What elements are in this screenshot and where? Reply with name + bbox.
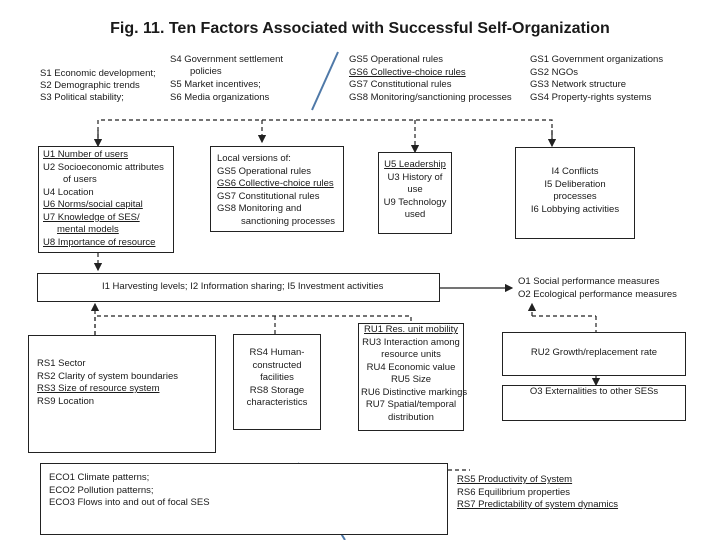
human-facilities-box: RS4 Human- constructed facilities RS8 St… — [233, 334, 321, 430]
ru2-text: RU2 Growth/replacement rate — [530, 347, 658, 358]
governance-block-right: GS1 Government organizations GS2 NGOs GS… — [530, 54, 663, 104]
bottom-dashed-bracket — [94, 315, 412, 335]
outcomes-block: O1 Social performance measures O2 Ecolog… — [518, 276, 677, 301]
units-ru4: RU4 Economic value — [366, 361, 456, 373]
o3-text: O3 Externalities to other SESs — [529, 386, 659, 397]
local-gs8b: sanctioning processes — [241, 215, 335, 227]
leadership-u5: U5 Leadership — [384, 159, 446, 170]
gov-gs6: GS6 Collective-choice rules — [349, 66, 466, 78]
units-ru3b: resource units — [381, 349, 441, 360]
conflicts-i5b: processes — [553, 191, 597, 202]
local-gs6: GS6 Collective-choice rules — [217, 178, 334, 189]
human-rs8: RS8 Storage — [249, 384, 305, 396]
settings-s6: S6 Media organizations — [170, 92, 270, 103]
eco-1: ECO1 Climate patterns; — [49, 472, 150, 483]
rs-dynamics-block: RS5 Productivity of System RS6 Equilibri… — [457, 474, 618, 512]
divider-top — [311, 51, 339, 111]
rs-rs2: RS2 Clarity of system boundaries — [37, 370, 178, 382]
gov-gs8: GS8 Monitoring/sanctioning processes — [349, 91, 512, 103]
users-u4: U4 Location — [43, 186, 94, 198]
interactions-box: I1 Harvesting levels; I2 Information sha… — [37, 273, 440, 302]
human-rs4b: constructed — [252, 359, 302, 371]
figure-title: Fig. 11. Ten Factors Associated with Suc… — [110, 20, 610, 37]
ru2-box: RU2 Growth/replacement rate — [502, 332, 686, 376]
leadership-box: U5 Leadership U3 History of use U9 Techn… — [378, 152, 452, 234]
outcomes-o1: O1 Social performance measures — [518, 276, 660, 287]
users-u2b: of users — [63, 174, 97, 185]
interactions-text: I1 Harvesting levels; I2 Information sha… — [102, 281, 384, 292]
outcomes-o2: O2 Ecological performance measures — [518, 288, 677, 300]
gov-gs7: GS7 Constitutional rules — [349, 79, 452, 90]
users-u7b: mental models — [57, 224, 119, 235]
local-title: Local versions of: — [217, 153, 291, 164]
human-rs8b: characteristics — [246, 397, 308, 408]
units-ru6: RU6 Distinctive markings — [361, 386, 468, 398]
rs-rs7: RS7 Predictability of system dynamics — [457, 499, 619, 510]
settings-s2: S2 Demographic trends — [40, 80, 140, 91]
users-u2: U2 Socioeconomic attributes — [43, 161, 164, 173]
gov-gs3: GS3 Network structure — [530, 79, 627, 90]
leadership-u9b: used — [404, 209, 426, 220]
settings-s1: S1 Economic development; — [40, 68, 156, 79]
settings-s5: S5 Market incentives; — [170, 79, 261, 90]
rs-rs9: RS9 Location — [37, 395, 95, 407]
human-rs4: RS4 Human- — [249, 347, 305, 358]
users-u8: U8 Importance of resource — [43, 236, 156, 248]
leadership-u3b: use — [407, 184, 423, 195]
top-dashed-bracket — [97, 119, 553, 145]
units-ru7: RU7 Spatial/temporal — [365, 399, 457, 410]
rs-rs6: RS6 Equilibrium properties — [457, 486, 570, 498]
rs-rs3: RS3 Size of resource system — [37, 383, 160, 394]
leadership-u9: U9 Technology — [383, 196, 447, 208]
ecological-box: ECO1 Climate patterns; ECO2 Pollution pa… — [40, 463, 448, 535]
conflicts-i6: I6 Lobbying activities — [530, 203, 620, 215]
rs-rs5: RS5 Productivity of System — [457, 474, 573, 485]
users-u1: U1 Number of users — [43, 149, 129, 160]
users-box: U1 Number of users U2 Socioeconomic attr… — [38, 146, 174, 253]
gov-gs4: GS4 Property-rights systems — [530, 91, 652, 103]
gov-gs5: GS5 Operational rules — [349, 54, 443, 65]
gov-gs1: GS1 Government organizations — [530, 54, 664, 65]
settings-s4b: policies — [190, 66, 222, 77]
settings-s4a: S4 Government settlement — [170, 54, 283, 65]
local-gs8: GS8 Monitoring and — [217, 203, 302, 214]
local-gs7: GS7 Constitutional rules — [217, 190, 320, 202]
units-ru3: RU3 Interaction among — [362, 336, 460, 348]
local-gs5: GS5 Operational rules — [217, 165, 311, 177]
conflicts-box: I4 Conflicts I5 Deliberation processes I… — [515, 147, 635, 239]
eco-2: ECO2 Pollution patterns; — [49, 484, 154, 496]
leadership-u3: U3 History of — [387, 171, 443, 183]
settings-s3: S3 Political stability; — [40, 92, 124, 103]
conflicts-i4: I4 Conflicts — [551, 166, 599, 177]
users-u7: U7 Knowledge of SES/ — [43, 211, 140, 223]
eco-3: ECO3 Flows into and out of focal SES — [49, 497, 210, 508]
units-ru1: RU1 Res. unit mobility — [364, 324, 458, 335]
local-rules-box: Local versions of: GS5 Operational rules… — [210, 146, 344, 232]
users-u6: U6 Norms/social capital — [43, 199, 143, 210]
governance-block: GS5 Operational rules GS6 Collective-cho… — [349, 54, 512, 104]
resource-units-box: RU1 Res. unit mobility RU3 Interaction a… — [358, 323, 468, 431]
units-ru7b: distribution — [388, 411, 434, 423]
gov-gs2: GS2 NGOs — [530, 66, 579, 78]
o3-box: O3 Externalities to other SESs — [502, 385, 686, 421]
resource-system-box: RS1 Sector RS2 Clarity of system boundar… — [28, 335, 216, 453]
human-rs4c: facilities — [260, 372, 294, 383]
units-ru5: RU5 Size — [390, 374, 432, 385]
conflicts-i5: I5 Deliberation — [544, 178, 606, 190]
rs-rs1: RS1 Sector — [37, 358, 86, 369]
